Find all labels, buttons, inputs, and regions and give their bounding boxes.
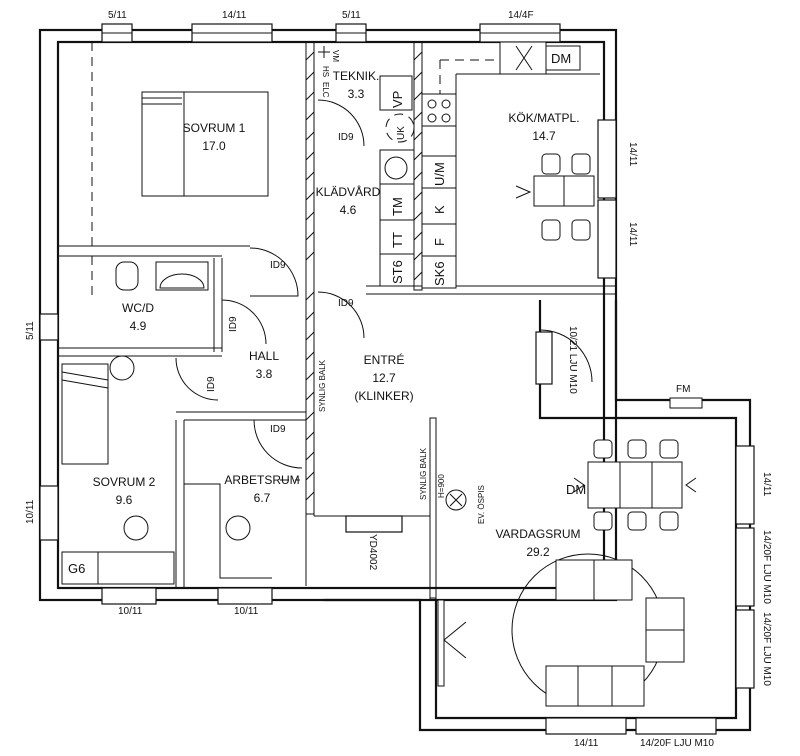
chair: [225, 515, 251, 541]
room-area-vardagsrum: 29.2: [526, 545, 550, 559]
room-name-kok: KÖK/MATPL.: [508, 111, 579, 125]
stove-label: EV. ÖSPIS: [477, 485, 486, 524]
door-label: ID9: [338, 298, 354, 309]
window-labels: 5/11 14/11 5/11 14/4F 5/11 10/11 10/11 1…: [25, 10, 772, 749]
door-label: ID9: [270, 424, 286, 435]
room-name-hall: HALL: [249, 349, 279, 363]
room-area-arbetsrum: 6.7: [254, 491, 271, 505]
beam-hatch: [305, 41, 437, 599]
g6-cabinet: G6: [61, 551, 99, 585]
beam-label: SYNLIG BALK: [318, 359, 327, 412]
dm-label: DM: [566, 482, 586, 497]
door-label: ID9: [338, 132, 354, 143]
room-name-teknik: TEKNIK.: [333, 69, 380, 83]
beam-label: SYNLIG BALK: [419, 447, 428, 500]
door-label: YD4002: [367, 534, 378, 571]
fixture-label: U/M: [432, 162, 447, 186]
bed-2: [61, 363, 109, 465]
fixture-label: K: [432, 205, 447, 214]
room-area-entre: 12.7: [372, 371, 396, 385]
window-label: 14/20F LJU M10: [761, 530, 772, 604]
dm-label: DM: [551, 51, 571, 66]
room-name-sovrum1: SOVRUM 1: [183, 121, 246, 135]
room-area-kok: 14.7: [532, 129, 556, 143]
room-area-wcd: 4.9: [130, 319, 147, 333]
fixture-label: VM: [331, 50, 340, 62]
laundry-column: VP UK TM TT ST6 VM ELC HS: [318, 46, 415, 287]
fixture-label: ST6: [390, 260, 405, 284]
windows: [39, 23, 755, 735]
room-area-hall: 3.8: [256, 367, 273, 381]
fm-label: FM: [676, 384, 690, 395]
room-name-entre: ENTRÉ: [364, 352, 405, 367]
chair: [109, 355, 135, 381]
window-label: 14/20F LJU M10: [640, 738, 714, 749]
fixture-label: SK6: [432, 261, 447, 286]
window-label: 14/11: [761, 472, 772, 497]
fixture-label: F: [432, 238, 447, 246]
window-label: 10/11: [234, 606, 259, 617]
door-label: ID9: [270, 260, 286, 271]
door-labels: ID9 ID9 ID9 ID9 ID9 ID9 YD4002: [206, 132, 378, 571]
fm-unit: FM: [669, 384, 703, 409]
window-label: 5/11: [108, 10, 127, 21]
height-label: H=900: [437, 474, 446, 498]
fixture-label: VP: [390, 91, 405, 108]
kitchen-labels: U/M K F SK6: [432, 162, 447, 286]
room-area-sovrum2: 9.6: [116, 493, 133, 507]
sofa-group: [511, 553, 685, 707]
window-label: 14/11: [574, 738, 599, 749]
window-label: 14/11: [627, 142, 638, 167]
window-label: 10/21 LJU M10: [567, 326, 578, 394]
tv-unit: [437, 599, 467, 687]
room-name-wcd: WC/D: [122, 301, 154, 315]
fixture-label: UK: [396, 126, 407, 140]
door-label: ID9: [206, 376, 217, 392]
room-area-teknik: 3.3: [348, 87, 365, 101]
window-label: 14/11: [627, 222, 638, 247]
window-label: 5/11: [25, 321, 36, 340]
window-label: 10/11: [118, 606, 143, 617]
desk-sovrum2: [97, 551, 175, 585]
living-dining-table: DM: [566, 439, 697, 531]
desk-arbetsrum: [184, 483, 272, 579]
window-label: 14/20F LJU M10: [761, 612, 772, 686]
room-note-entre: (KLINKER): [354, 389, 413, 403]
g6-label: G6: [68, 561, 85, 576]
room-area-sovrum1: 17.0: [202, 139, 226, 153]
window-label: 14/11: [222, 10, 247, 21]
door-label: ID9: [228, 316, 239, 332]
room-area-kladvard: 4.6: [340, 203, 357, 217]
window-label: 10/11: [25, 499, 36, 524]
room-labels: SOVRUM 1 17.0 TEKNIK. 3.3 KÖK/MATPL. 14.…: [93, 69, 581, 559]
fixture-label: TM: [390, 197, 405, 216]
chair: [123, 515, 149, 541]
kitchen-table: [515, 153, 595, 241]
bed-1: [141, 91, 269, 197]
room-name-arbetsrum: ARBETSRUM: [224, 473, 299, 487]
window-label: 14/4F: [508, 10, 534, 21]
kitchen-counter: DM: [421, 41, 600, 289]
window-label: 5/11: [342, 10, 361, 21]
doors: [175, 99, 593, 469]
stove: [445, 489, 467, 511]
room-name-kladvard: KLÄDVÅRD: [316, 184, 381, 199]
fixture-label: HS: [321, 66, 330, 77]
fixture-label: ELC: [321, 82, 330, 98]
room-name-sovrum2: SOVRUM 2: [93, 475, 156, 489]
fixture-label: TT: [390, 232, 405, 248]
room-name-vardagsrum: VARDAGSRUM: [495, 527, 580, 541]
wc-fixtures: [115, 261, 209, 291]
